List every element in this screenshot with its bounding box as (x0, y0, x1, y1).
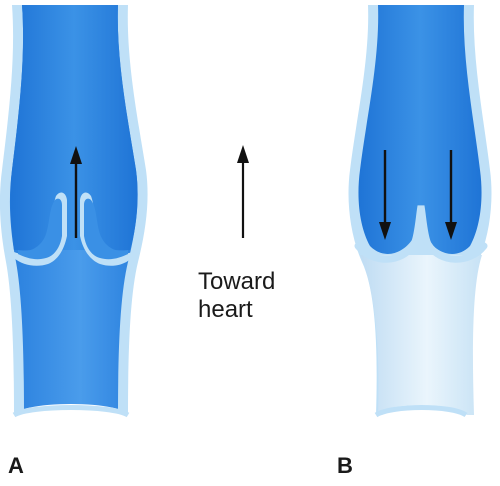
vein-a-bottom-edge (12, 405, 130, 418)
vein-a-right-cusp-fill (84, 198, 128, 260)
vein-b-lower-lumen (360, 255, 482, 415)
vein-a (0, 5, 148, 428)
panel-label-b: B (337, 453, 353, 478)
vein-a-sinus (10, 5, 138, 250)
vein-a-flow-arrowhead (70, 146, 82, 164)
vein-b-right-flow-arrowhead (445, 222, 457, 240)
vein-b-left-flow-arrowhead (379, 222, 391, 240)
vein-b-bottom-edge (374, 405, 468, 418)
vein-a-left-cusp-fill (18, 198, 62, 260)
vein-b (348, 5, 492, 427)
caption-line-2: heart (198, 296, 253, 323)
direction-indicator (237, 145, 249, 238)
vein-b-cusps (354, 205, 488, 263)
panel-label-a: A (8, 453, 24, 478)
caption-line-1: Toward (198, 268, 276, 295)
toward-heart-arrowhead (237, 145, 249, 163)
